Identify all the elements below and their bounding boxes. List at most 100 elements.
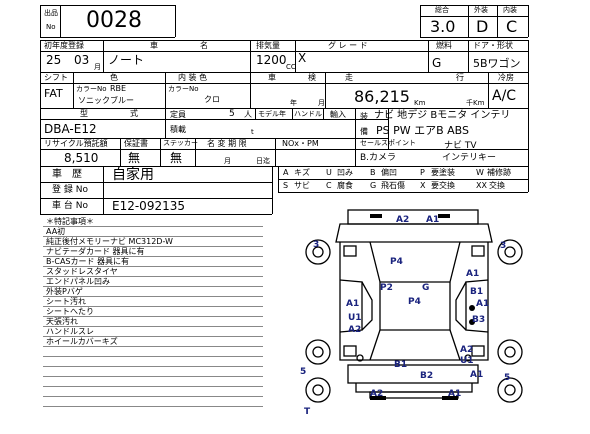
legend-text-u: 凹み <box>337 168 353 177</box>
damage-hood-a1: A1 <box>426 215 440 225</box>
damage-windshield-p2: P2 <box>380 283 393 293</box>
person-unit: 人 <box>244 110 252 119</box>
damage-right-rear-a2: A2 <box>460 345 474 355</box>
history-value: 自家用 <box>112 167 154 183</box>
sales-point-label: セールスポイント <box>360 139 416 147</box>
legend-code-b: B <box>370 168 376 177</box>
color-name: ソニックブルー <box>78 96 134 105</box>
legend-code-xx: XX <box>476 181 487 190</box>
exterior-score-label: 外装 <box>474 6 488 14</box>
equipment-label-2: 備 <box>360 127 368 136</box>
note-item: ハンドルスレ <box>46 327 94 336</box>
legend-code-a: A <box>283 168 289 177</box>
door-shape-label: ドア・形状 <box>473 41 513 50</box>
equipment-label: 装 <box>360 112 368 121</box>
damage-right-rear-u1: U1 <box>460 356 474 366</box>
nox-label: NOx・PM <box>282 139 319 148</box>
grade-label: グ レ ー ド <box>328 41 368 50</box>
overall-score: 3.0 <box>430 17 456 36</box>
damage-bumper-a2: A2 <box>370 389 384 399</box>
damage-right-b3: B3 <box>472 315 486 325</box>
legend-text-b: 偏凹 <box>381 168 397 177</box>
mileage: 86,215 <box>354 87 410 106</box>
notes-title: ＊特記事項＊ <box>46 217 94 226</box>
color-no: RBE <box>110 84 127 93</box>
history-label: 車 歴 <box>52 169 82 180</box>
shift: FAT <box>44 87 63 100</box>
first-reg-year: 25 <box>46 53 62 67</box>
legend-text-xx: 交換 <box>489 181 505 190</box>
warranty-label: 保証書 <box>124 139 148 148</box>
inspection-label-2: 検 <box>308 73 316 82</box>
damage-roof-p4: P4 <box>408 297 421 307</box>
recycle-label: リサイクル預託額 <box>44 139 108 148</box>
lot-no-label: No <box>46 23 56 31</box>
color-label: 色 <box>110 73 118 82</box>
legend-text-x: 要交換 <box>431 181 455 190</box>
note-item: 天張汚れ <box>46 317 78 326</box>
inspection-label: 車 <box>268 73 276 82</box>
damage-left-u1: U1 <box>348 313 362 323</box>
legend-code-u: U <box>326 168 332 177</box>
legend-text-a: キズ <box>294 168 310 177</box>
import-label: 輸入 <box>330 110 346 119</box>
lot-label: 出品 <box>44 9 58 17</box>
interior-score-label: 内装 <box>503 6 517 14</box>
damage-left-a2: A2 <box>348 325 362 335</box>
note-item: 純正後付メモリーナビ MC312D-W <box>46 237 173 246</box>
inspection-year-unit: 年 <box>290 99 297 107</box>
legend-text-g: 飛石傷 <box>381 181 405 190</box>
km-unit: Km <box>414 99 426 107</box>
sales-point-1: B.カメラ <box>360 153 397 163</box>
grade: X <box>298 51 307 65</box>
sales-point-3: インテリキー <box>442 153 497 163</box>
legend-code-w: W <box>476 168 484 177</box>
first-reg-label: 初年度登録 <box>44 41 84 50</box>
lot-number: 0028 <box>86 8 142 33</box>
legend-code-c: C <box>326 181 332 190</box>
model: DBA-E12 <box>44 122 97 136</box>
model-year-label: モデル年 <box>258 110 286 118</box>
exterior-score: D <box>476 17 489 36</box>
note-item: AA初 <box>46 227 66 236</box>
sticker-value: 無 <box>170 151 183 165</box>
displacement: 1200 <box>256 53 287 67</box>
month-unit: 月 <box>94 63 101 71</box>
interior-color-label: 内 装 色 <box>178 73 208 82</box>
shift-label: シフト <box>44 73 68 82</box>
handle-label: ハンドル <box>294 110 322 118</box>
damage-right-b1: B1 <box>470 287 484 297</box>
displacement-label: 排気量 <box>256 41 280 50</box>
damage-right-front-a1: A1 <box>466 269 480 279</box>
equipment-line-1: ナビ 地デジ Bモニタ インテリ <box>374 110 511 121</box>
damage-rear-b1: B1 <box>394 360 408 370</box>
note-item: ホイールカバーキズ <box>46 337 118 346</box>
legend-text-s: サビ <box>294 181 310 190</box>
capacity-label: 定員 <box>170 110 186 119</box>
car-name-label: 車 <box>150 41 158 50</box>
damage-windshield-g: G <box>422 283 430 293</box>
note-item: スタッドレスタイヤ <box>46 267 118 276</box>
mileage-label-2: 行 <box>456 73 464 82</box>
interior-score: C <box>506 17 518 36</box>
legend-text-w: 補修跡 <box>487 168 511 177</box>
damage-left-front-3: 3 <box>313 240 320 250</box>
damage-left-rear-5: 5 <box>300 367 307 377</box>
ac-label: 冷房 <box>498 73 514 82</box>
legend-code-x: X <box>420 181 426 190</box>
thousand-km-unit: 千Km <box>466 99 485 107</box>
car-name-label-2: 名 <box>200 41 208 50</box>
damage-right-door-a1: A1 <box>476 299 490 309</box>
chassis-no-label: 車 台 No <box>52 201 88 211</box>
recycle-amount: 8,510 <box>64 151 99 165</box>
ac-value: A/C <box>492 88 517 104</box>
name-change-label: 名 変 期 限 <box>207 139 247 148</box>
change-day-unit: 日迄 <box>256 157 270 165</box>
chassis-no: E12-092135 <box>112 199 185 213</box>
note-item: ナビテーダカード 器具に有 <box>46 247 145 256</box>
damage-right-rear-5: 5 <box>504 373 511 383</box>
damage-right-front-3: 3 <box>500 241 507 251</box>
legend-text-c: 腐食 <box>337 181 353 190</box>
inspection-month-unit: 月 <box>318 99 325 107</box>
fuel-label: 燃料 <box>436 41 452 50</box>
